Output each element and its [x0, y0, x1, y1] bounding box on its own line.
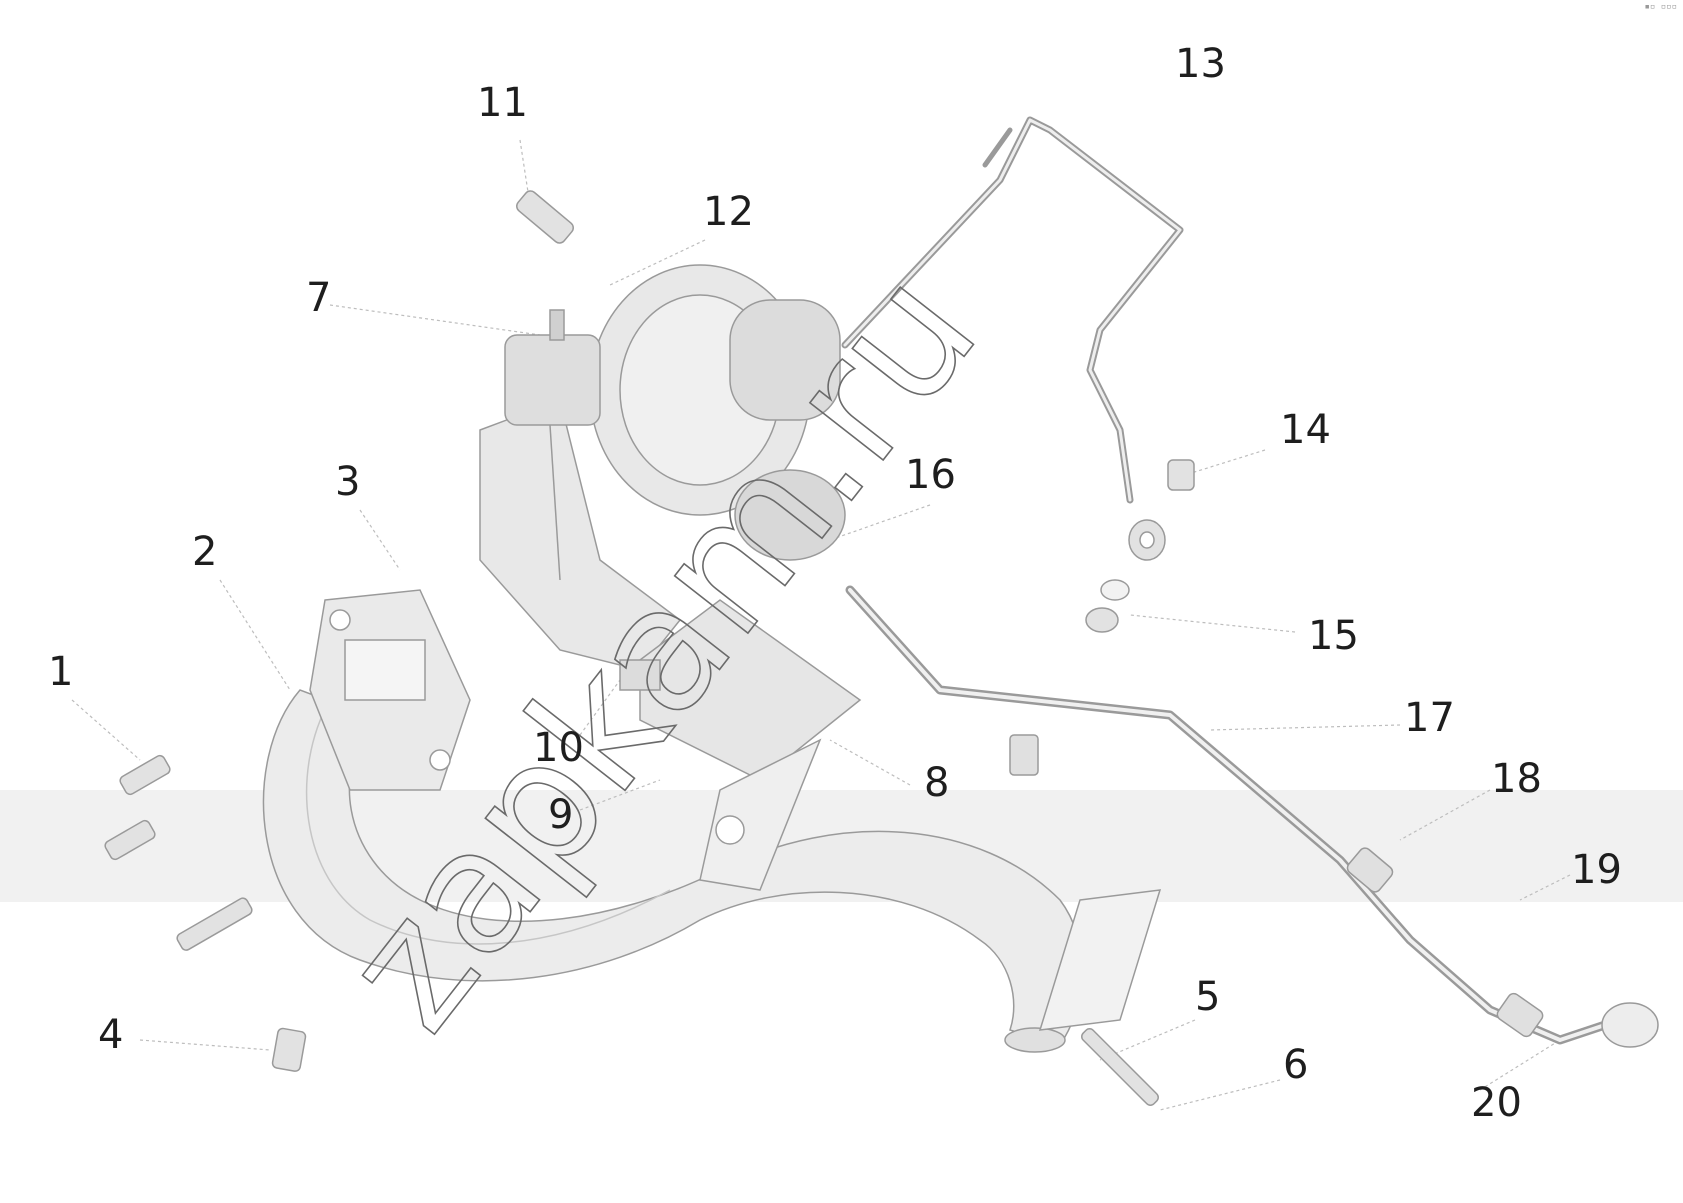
callout-15: 15: [1308, 613, 1359, 659]
callout-5: 5: [1195, 974, 1221, 1020]
connecting-pipe-part: [619, 599, 862, 891]
callout-3: 3: [335, 459, 361, 505]
callout-1: 1: [48, 649, 74, 695]
callout-20: 20: [1471, 1080, 1522, 1126]
bolt-parts: [104, 190, 1159, 1106]
callout-7: 7: [306, 275, 332, 321]
callout-8: 8: [924, 760, 950, 806]
flange-gasket-part: [309, 589, 471, 791]
banjo-fitting-part: [1085, 459, 1195, 633]
callout-6: 6: [1283, 1042, 1309, 1088]
callout-14: 14: [1280, 407, 1331, 453]
turbocharger-part: [479, 264, 846, 671]
hose-clamp-part: [1009, 734, 1659, 1048]
callout-19: 19: [1571, 847, 1622, 893]
oil-return-line-part: [845, 585, 1625, 1045]
corner-mark: ▪▫ ▫▫▫: [1644, 2, 1677, 12]
leader-lines: [71, 139, 1571, 1111]
callout-2: 2: [192, 529, 218, 575]
oil-feed-line-part: [841, 116, 1184, 504]
callout-16: 16: [905, 452, 956, 498]
callout-13: 13: [1175, 41, 1226, 87]
callout-11: 11: [477, 80, 528, 126]
callout-12: 12: [703, 189, 754, 235]
callout-17: 17: [1404, 695, 1455, 741]
callout-10: 10: [533, 725, 584, 771]
exhaust-pipe-part: [262, 689, 1162, 1053]
callout-18: 18: [1491, 756, 1542, 802]
callout-4: 4: [98, 1012, 124, 1058]
callout-9: 9: [548, 792, 574, 838]
